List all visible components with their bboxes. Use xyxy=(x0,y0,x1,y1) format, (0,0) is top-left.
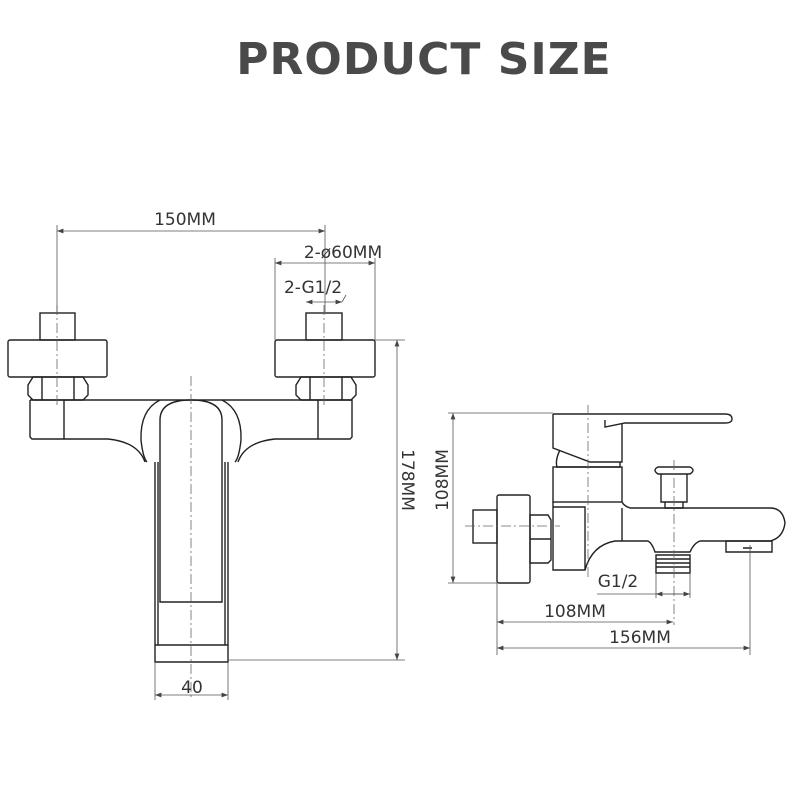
side-hex-nut xyxy=(529,514,552,564)
front-view: 150MM 2-ø60MM 2-G1/2 178MM 40 xyxy=(7,210,417,700)
dim-width-centers: 150MM xyxy=(154,210,216,230)
dim-height: 178MM xyxy=(397,449,417,511)
page-title: PRODUCT SIZE xyxy=(236,34,612,85)
right-flange xyxy=(274,339,376,378)
side-flange xyxy=(496,494,531,584)
lever-housing xyxy=(140,399,242,463)
side-view: 108MM G1/2 108MM 156MM xyxy=(433,405,786,655)
left-flange xyxy=(7,339,108,378)
dim-to-outlet: 108MM xyxy=(544,602,606,622)
dim-flange-diameter: 2-ø60MM xyxy=(304,243,382,263)
lever-handle xyxy=(552,413,733,463)
dim-inlet-thread: 2-G1/2 xyxy=(284,278,342,298)
dim-spout-width: 40 xyxy=(181,678,203,698)
spout-front xyxy=(154,462,229,663)
left-inlet-pipe xyxy=(39,312,76,341)
spout-side xyxy=(552,501,786,571)
right-hex-nut xyxy=(295,376,357,401)
body-block xyxy=(553,506,623,570)
outlet-thread xyxy=(655,554,691,574)
dim-outlet-thread: G1/2 xyxy=(598,572,639,592)
mixer-body xyxy=(29,399,353,463)
bonnet xyxy=(552,466,623,503)
aerator xyxy=(725,540,773,553)
dim-total-depth: 156MM xyxy=(609,628,671,648)
dim-side-height: 108MM xyxy=(433,449,453,511)
side-inlet-pipe xyxy=(472,509,498,544)
left-hex-nut xyxy=(27,376,89,401)
